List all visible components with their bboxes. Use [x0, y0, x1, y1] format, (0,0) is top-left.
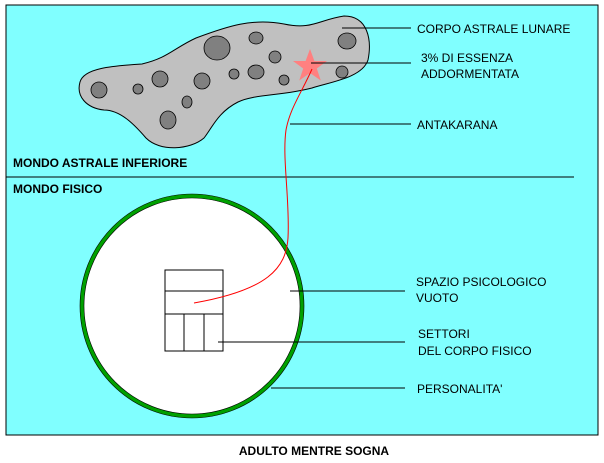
label-settori-2: DEL CORPO FISICO: [418, 344, 532, 358]
label-spazio-2: VUOTO: [416, 291, 458, 305]
leader-lines: [218, 27, 411, 389]
personality-circle: [80, 194, 304, 418]
astral-body: [78, 15, 370, 149]
label-settori-1: SETTORI: [418, 327, 470, 341]
label-essenza-1: 3% DI ESSENZA: [421, 51, 513, 65]
astral-spot: [335, 65, 349, 79]
zone-upper-label: MONDO ASTRALE INFERIORE: [13, 156, 187, 170]
label-corpo-astrale: CORPO ASTRALE LUNARE: [417, 22, 570, 36]
diagram-caption: ADULTO MENTRE SOGNA: [239, 444, 390, 458]
body-sectors: [164, 269, 224, 352]
astral-spot: [228, 68, 240, 80]
astral-spot: [278, 74, 290, 86]
astral-spot: [193, 72, 211, 90]
body-sectors-frame: [164, 269, 224, 352]
antakarana-thread: [193, 68, 313, 304]
astral-spot: [181, 95, 193, 109]
astral-spots: [90, 31, 357, 130]
zone-lower-label: MONDO FISICO: [13, 182, 102, 196]
label-spazio-1: SPAZIO PSICOLOGICO: [416, 275, 546, 289]
astral-spot: [247, 64, 265, 80]
astral-spot: [268, 50, 282, 64]
astral-spot: [203, 35, 231, 61]
astral-spot: [151, 70, 169, 88]
astral-spot: [337, 32, 357, 50]
astral-spot: [132, 83, 144, 95]
essence-star: [293, 49, 327, 81]
astral-spot: [159, 110, 177, 130]
label-antakarana: ANTAKARANA: [417, 118, 497, 132]
personality-circle-inner-outline: [83, 197, 301, 415]
astral-spot: [90, 81, 108, 99]
label-personalita: PERSONALITA': [417, 382, 502, 396]
astral-spot: [248, 31, 264, 45]
label-essenza-2: ADDORMENTATA: [421, 67, 519, 81]
personality-circle-outline: [79, 193, 305, 419]
